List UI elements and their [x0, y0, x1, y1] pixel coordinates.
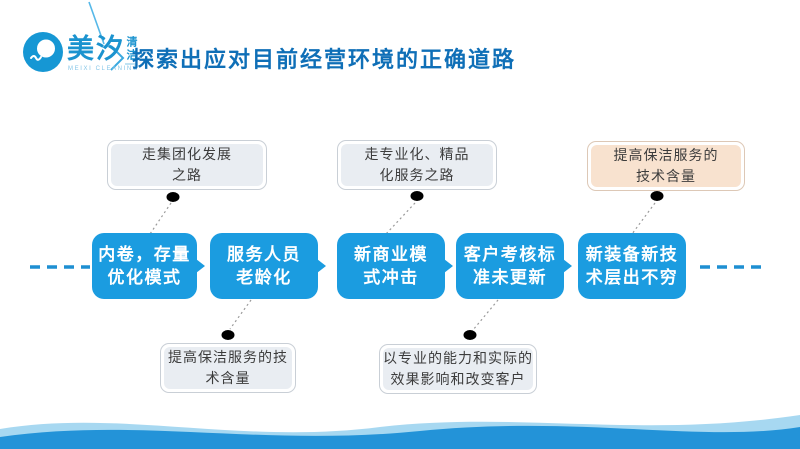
callout-top-3-label: 提高保洁服务的 技术含量	[591, 145, 741, 187]
callout-bottom-2: 以专业的能力和实际的 效果影响和改变客户	[379, 344, 537, 394]
timeline-node-5: 新装备新技 术层出不穷	[578, 233, 686, 299]
connector-dotted-line	[385, 202, 416, 235]
timeline-node-2: 服务人员 老龄化	[210, 233, 326, 299]
connector-dot	[221, 330, 235, 340]
timeline-node-3: 新商业模 式冲击	[337, 233, 453, 299]
connector-dot	[650, 191, 664, 201]
callout-top-3: 提高保洁服务的 技术含量	[587, 141, 745, 191]
brand-name: 美汐	[67, 34, 125, 64]
connector-dotted-line	[472, 299, 499, 331]
footer-wave-decoration	[0, 415, 800, 449]
callout-top-1-label: 走集团化发展 之路	[111, 144, 263, 186]
callout-top-2-label: 走专业化、精品 化服务之路	[341, 144, 493, 186]
callout-bottom-2-label: 以专业的能力和实际的 效果影响和改变客户	[383, 348, 533, 390]
connector-dot	[463, 330, 477, 340]
callout-top-2: 走专业化、精品 化服务之路	[337, 140, 497, 190]
callout-bottom-1: 提高保洁服务的技 术含量	[160, 343, 296, 393]
connector-dotted-line	[149, 202, 172, 235]
brand-name-en: MEIXI CLEANING	[68, 66, 140, 72]
brand-name-sub: 清洁	[125, 36, 137, 65]
callout-bottom-1-label: 提高保洁服务的技 术含量	[164, 347, 292, 389]
connector-dot	[166, 192, 180, 202]
brand-logo-icon	[23, 32, 63, 72]
timeline-node-4: 客户考核标 准未更新	[456, 233, 572, 299]
callout-top-1: 走集团化发展 之路	[107, 140, 267, 190]
page-title: 探索出应对目前经营环境的正确道路	[132, 47, 517, 72]
timeline-node-1: 内卷，存量 优化模式	[92, 233, 205, 299]
connector-dot	[410, 191, 424, 201]
connector-dotted-line	[229, 299, 252, 330]
connector-dotted-line	[631, 202, 656, 235]
